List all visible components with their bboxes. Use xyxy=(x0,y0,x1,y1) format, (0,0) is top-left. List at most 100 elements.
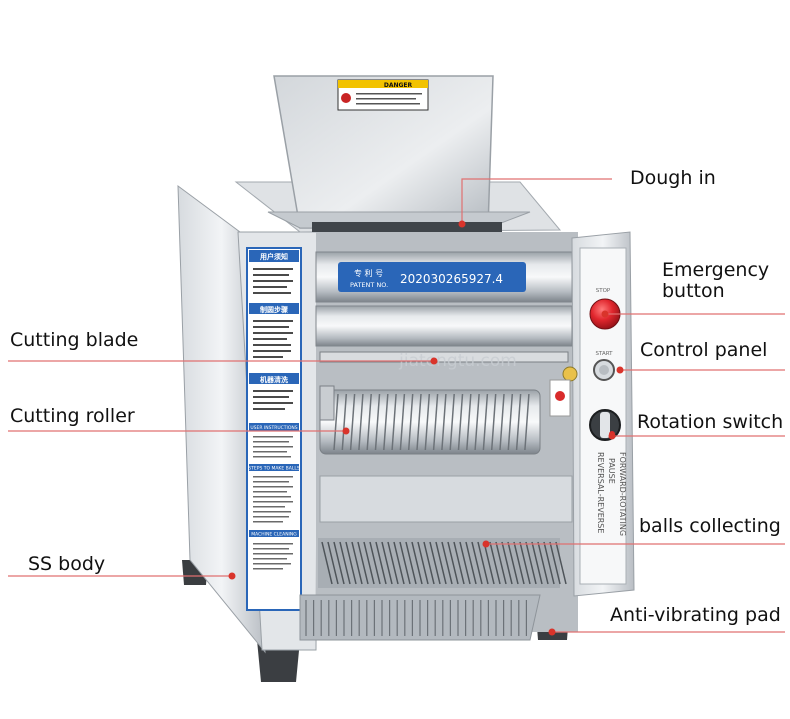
grill-stroke xyxy=(333,541,345,585)
rotation-text-3: REVERSAL-REVERSE xyxy=(596,452,605,533)
grooves-stroke xyxy=(457,393,464,451)
grill-stroke xyxy=(483,541,495,585)
grill-stroke xyxy=(345,541,357,585)
watermark: jiatengtu.com xyxy=(398,351,517,371)
grill-stroke xyxy=(357,541,369,585)
label-cutting-roller: Cutting roller xyxy=(10,405,135,427)
label-rotation-switch: Rotation switch xyxy=(637,411,784,433)
grill-stroke xyxy=(441,541,453,585)
grooves-stroke xyxy=(424,393,431,451)
grooves-stroke xyxy=(341,393,348,451)
steps-header: 制圆步骤 xyxy=(260,305,288,314)
danger-label: DANGER xyxy=(384,82,413,89)
dot-balls-collecting xyxy=(482,540,490,548)
grill-stroke xyxy=(549,541,561,585)
dot-cutting-blade xyxy=(430,357,438,365)
grooves-stroke xyxy=(407,393,414,451)
grill-stroke xyxy=(399,541,411,585)
grill-stroke xyxy=(507,541,519,585)
grill-stroke xyxy=(411,541,423,585)
grill-stroke xyxy=(381,541,393,585)
dot-dough-in xyxy=(458,220,466,228)
grooves-stroke xyxy=(416,393,422,451)
stop-label: STOP xyxy=(596,288,611,294)
cleaning-header-en: MACHINE CLEANING xyxy=(251,532,297,538)
grooves-stroke xyxy=(474,393,480,451)
grooves-stroke xyxy=(515,393,522,451)
cleaning-header: 机器清洗 xyxy=(260,375,288,384)
key-switch[interactable] xyxy=(562,366,578,382)
dot-emergency-button xyxy=(601,310,609,318)
grill-stroke xyxy=(363,541,375,585)
label-balls-collecting: balls collecting xyxy=(639,515,781,537)
grooves-stroke xyxy=(466,393,472,451)
user-instructions-en: USER INSTRUCTIONS xyxy=(250,425,297,431)
grill-stroke xyxy=(465,541,477,585)
grill-stroke xyxy=(537,541,549,585)
instructions-header: 用户须知 xyxy=(260,252,288,261)
dot-rotation-switch xyxy=(608,432,616,440)
label-ss-body: SS body xyxy=(28,553,106,575)
dot-anti-vibrating-pad xyxy=(548,628,556,636)
grill-stroke xyxy=(375,541,387,585)
line-dough-in xyxy=(461,178,612,222)
steps-header-en: STEPS TO MAKE BALLS xyxy=(248,466,300,472)
callout-lines xyxy=(8,178,785,633)
grill-stroke xyxy=(489,541,501,585)
blade-shaft xyxy=(315,305,573,347)
grooves-stroke xyxy=(399,393,406,451)
grill-stroke xyxy=(417,541,429,585)
grill-stroke xyxy=(405,541,417,585)
grooves-stroke xyxy=(482,393,489,451)
grill-stroke xyxy=(519,541,531,585)
grill-stroke xyxy=(477,541,489,585)
grill-stroke xyxy=(429,541,441,585)
grill-stroke xyxy=(525,541,537,585)
grooves-stroke xyxy=(333,393,339,451)
grill-stroke xyxy=(435,541,447,585)
roller-grooves xyxy=(333,393,530,451)
label-cutting-blade: Cutting blade xyxy=(10,329,139,351)
dot-ss-body xyxy=(228,572,236,580)
grill-stroke xyxy=(459,541,471,585)
grooves-stroke xyxy=(441,393,447,451)
grill-stroke xyxy=(453,541,465,585)
grooves-stroke xyxy=(391,393,397,451)
grill-stroke xyxy=(555,541,567,585)
grill-stroke xyxy=(321,541,333,585)
grooves-stroke xyxy=(449,393,455,451)
patent-label-cn: 专 利 号 xyxy=(354,268,383,278)
patent-number: 202030265927.4 xyxy=(400,272,503,286)
patent-label-en: PATENT NO. xyxy=(350,281,388,289)
grooves-stroke xyxy=(490,393,497,451)
label-dough-in: Dough in xyxy=(630,167,716,189)
grill-stroke xyxy=(423,541,435,585)
rotation-text-1: FORWARD-ROTATING xyxy=(618,452,627,536)
grooves-stroke xyxy=(366,393,372,451)
grill-stroke xyxy=(501,541,513,585)
grill-stroke xyxy=(387,541,399,585)
grooves-stroke xyxy=(432,393,439,451)
dot-control-panel xyxy=(616,366,624,374)
grooves-stroke xyxy=(349,393,356,451)
label-anti-vibrating-pad: Anti-vibrating pad xyxy=(610,604,781,626)
grill-stroke xyxy=(369,541,381,585)
grooves-stroke xyxy=(499,393,505,451)
collecting-tray xyxy=(319,475,573,523)
start-label: START xyxy=(596,351,614,357)
grill-stroke xyxy=(471,541,483,585)
grooves-stroke xyxy=(358,393,364,451)
machine: 用户须知 制圆步骤 机器清洗 USER INSTRUCTION xyxy=(177,75,635,682)
grill-stroke xyxy=(513,541,525,585)
grill-stroke xyxy=(339,541,351,585)
grooves-stroke xyxy=(383,393,389,451)
grooves-stroke xyxy=(507,393,514,451)
grill-stroke xyxy=(351,541,363,585)
grill-stroke xyxy=(327,541,339,585)
grill-stroke xyxy=(495,541,507,585)
grooves-stroke xyxy=(374,393,381,451)
grill-stroke xyxy=(393,541,405,585)
patent-plate xyxy=(338,262,526,292)
grill-stroke xyxy=(531,541,543,585)
